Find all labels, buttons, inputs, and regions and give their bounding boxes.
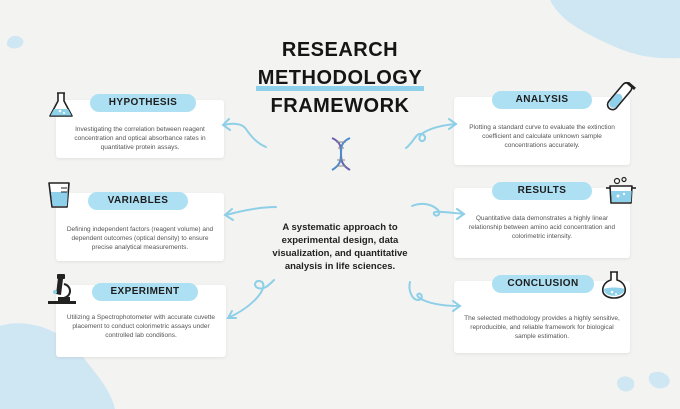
- title-line-3: FRAMEWORK: [270, 95, 410, 117]
- variables-label: VARIABLES: [88, 192, 188, 210]
- conclusion-label: CONCLUSION: [492, 275, 594, 293]
- experiment-label: EXPERIMENT: [92, 283, 198, 301]
- bubbling-pot-icon: [606, 176, 636, 204]
- arrow-to-experiment: [226, 279, 275, 319]
- arrow-to-analysis: [405, 118, 458, 149]
- analysis-text: Plotting a standard curve to evaluate th…: [469, 124, 615, 149]
- conclusion-card: The selected methodology provides a high…: [454, 281, 630, 353]
- bg-blob-small-right: [617, 371, 670, 392]
- arrow-to-conclusion: [408, 281, 462, 312]
- results-label: RESULTS: [492, 182, 592, 200]
- arrow-to-variables: [223, 206, 277, 221]
- hypothesis-label: HYPOTHESIS: [90, 94, 196, 112]
- results-text: Quantitative data demonstrates a highly …: [468, 215, 616, 240]
- analysis-label: ANALYSIS: [492, 91, 592, 109]
- test-tube-icon: [606, 82, 636, 111]
- beaker-icon: [48, 182, 70, 208]
- variables-text: Defining independent factors (reagent vo…: [66, 226, 214, 251]
- dna-icon: [331, 137, 351, 171]
- arrow-to-results: [411, 202, 466, 220]
- flask-icon: [49, 92, 73, 117]
- arrow-to-hypothesis: [221, 118, 267, 148]
- analysis-card: Plotting a standard curve to evaluate th…: [454, 97, 630, 165]
- microscope-icon: [48, 274, 76, 304]
- hypothesis-text: Investigating the correlation between re…: [74, 126, 206, 151]
- bg-blob-top-right: [550, 0, 680, 59]
- title-line-1: RESEARCH: [281, 39, 399, 61]
- title-line-2: METHODOLOGY: [255, 64, 425, 92]
- conclusion-text: The selected methodology provides a high…: [464, 315, 620, 340]
- center-description: A systematic approach to experimental de…: [272, 222, 408, 272]
- page-title: RESEARCH METHODOLOGY FRAMEWORK: [230, 36, 450, 120]
- round-flask-icon: [601, 271, 627, 299]
- experiment-text: Utilizing a Spectrophotometer with accur…: [66, 314, 216, 339]
- bg-blob-small-left: [6, 35, 24, 49]
